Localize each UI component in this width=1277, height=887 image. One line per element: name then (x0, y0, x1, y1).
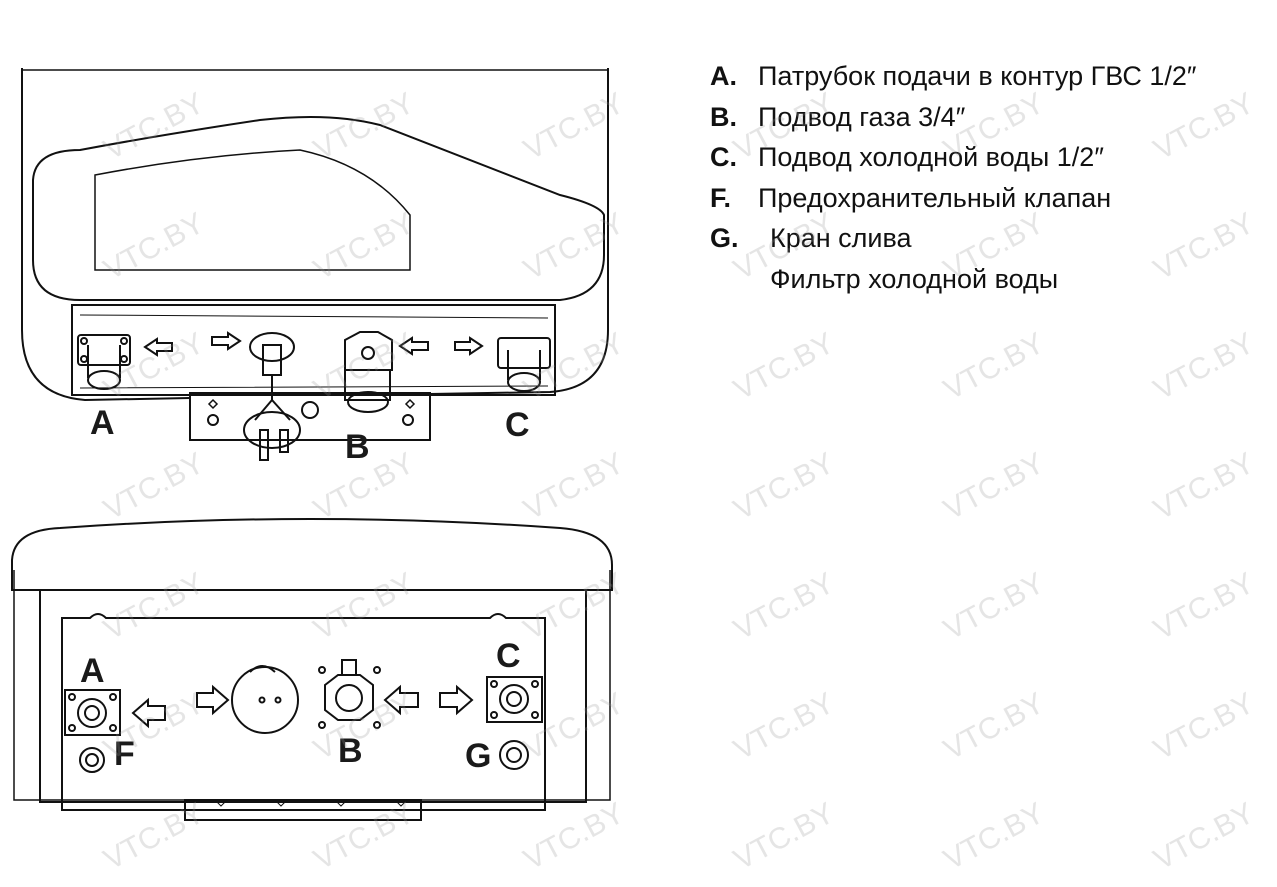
legend-item-b: B. Подвод газа 3/4″ (710, 97, 1196, 138)
top-view-drawing (21, 68, 609, 461)
legend-item-a: A. Патрубок подачи в контур ГВС 1/2″ (710, 56, 1196, 97)
legend-text: Подвод холодной воды 1/2″ (758, 142, 1104, 172)
legend-key: C. (710, 142, 737, 172)
legend-item-c: C. Подвод холодной воды 1/2″ (710, 137, 1196, 178)
top-label-a: A (90, 404, 115, 442)
bottom-label-f: F (114, 735, 135, 773)
legend-item-f: F. Предохранительный клапан (710, 178, 1196, 219)
top-label-b: B (345, 428, 370, 466)
bottom-label-b: B (338, 732, 363, 770)
legend-key: A. (710, 61, 737, 91)
legend-key: G. (710, 223, 739, 253)
legend-key: F. (710, 182, 732, 213)
top-label-c: C (505, 406, 530, 444)
bottom-view-drawing (11, 518, 613, 821)
legend-item-g-sub: Фильтр холодной воды (710, 259, 1196, 300)
legend-item-g: G. Кран слива (710, 218, 1196, 259)
bottom-label-g: G (465, 737, 492, 775)
legend-text: Патрубок подачи в контур ГВС 1/2″ (758, 61, 1197, 91)
legend-text: Фильтр холодной воды (770, 263, 1059, 294)
legend-text: Предохранительный клапан (758, 182, 1112, 213)
bottom-label-c: C (496, 637, 521, 675)
legend-text: Кран слива (770, 223, 912, 253)
legend: A. Патрубок подачи в контур ГВС 1/2″ B. По… (710, 56, 1196, 299)
bottom-label-a: A (80, 652, 105, 690)
legend-key: B. (710, 101, 737, 132)
legend-text: Подвод газа 3/4″ (758, 101, 966, 132)
